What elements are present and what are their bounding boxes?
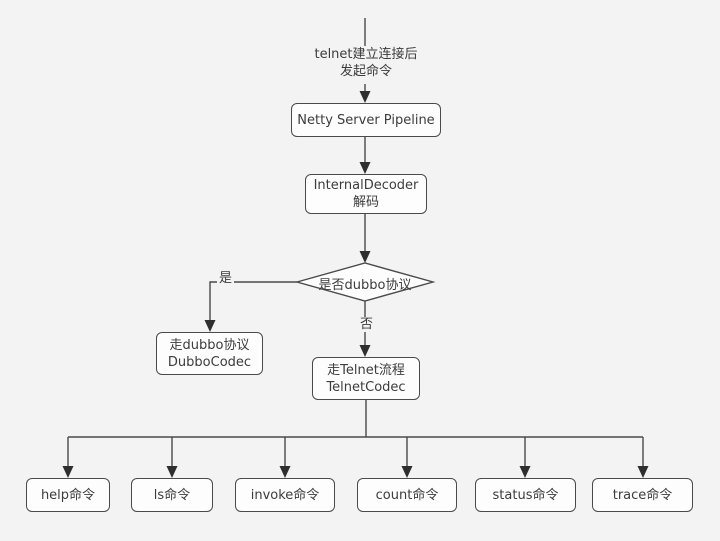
decision-diamond-shape (294, 262, 436, 302)
node-telnet-line2: TelnetCodec (326, 379, 406, 395)
node-command-trace-label: trace命令 (612, 487, 673, 503)
node-telnet-line1: 走Telnet流程 (327, 362, 405, 378)
node-decoder-line2: 解码 (352, 195, 379, 210)
node-command-ls-label: ls命令 (153, 487, 191, 503)
start-note-line1: telnet建立连接后 (314, 47, 418, 62)
decision-diamond-label: 是否dubbo协议 (318, 278, 412, 293)
edge-yes-branch (209, 281, 297, 321)
arrowhead-into-netty (359, 91, 371, 103)
node-internal-decoder: InternalDecoder 解码 (305, 174, 427, 214)
arrowhead-into-dubbo (204, 320, 216, 332)
arrowhead-into-trace (637, 466, 649, 478)
node-command-status-label: status命令 (492, 487, 559, 503)
node-netty-label: Netty Server Pipeline (297, 112, 435, 128)
node-command-help-label: help命令 (40, 487, 96, 503)
arrowhead-into-invoke (279, 466, 291, 478)
arrowhead-into-decoder (359, 162, 371, 174)
node-command-help: help命令 (26, 478, 110, 512)
start-note-line2: 发起命令 (339, 64, 392, 79)
branch-yes-label: 是 (217, 271, 235, 286)
node-dubbo-codec: 走dubbo协议 DubboCodec (156, 332, 263, 375)
arrowhead-into-count (401, 466, 413, 478)
node-command-count: count命令 (357, 478, 457, 512)
arrowhead-into-status (519, 466, 531, 478)
arrowhead-into-help (62, 466, 74, 478)
node-command-trace: trace命令 (592, 478, 693, 512)
node-command-status: status命令 (475, 478, 576, 512)
node-decoder-line1: InternalDecoder (313, 178, 419, 193)
node-dubbo-line1: 走dubbo协议 (169, 337, 250, 353)
node-dubbo-line2: DubboCodec (167, 354, 252, 370)
node-telnet-codec: 走Telnet流程 TelnetCodec (312, 357, 420, 400)
arrowhead-into-telnet (359, 345, 371, 357)
node-command-ls: ls命令 (131, 478, 213, 512)
arrowhead-into-diamond (359, 251, 371, 263)
branch-no-label: 否 (358, 317, 376, 332)
node-command-invoke-label: invoke命令 (250, 487, 320, 503)
start-note: telnet建立连接后 发起命令 (280, 46, 452, 80)
node-command-invoke: invoke命令 (235, 478, 335, 512)
node-command-count-label: count命令 (375, 487, 439, 503)
node-netty-server-pipeline: Netty Server Pipeline (291, 103, 441, 137)
arrowhead-into-ls (166, 466, 178, 478)
